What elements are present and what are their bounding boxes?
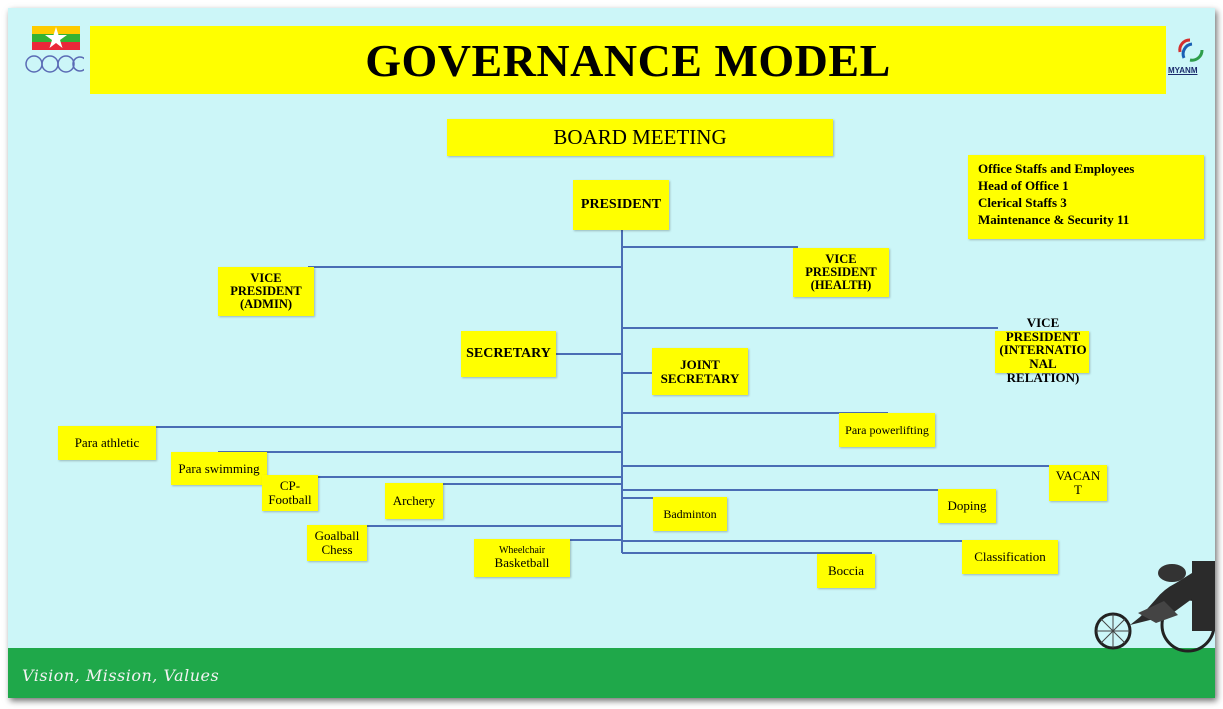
vp-health-box: VICE PRESIDENT (HEALTH) — [793, 248, 889, 297]
slide: GOVERNANCE MODEL MYANM BOARD MEETING PRE… — [8, 8, 1215, 698]
vp-admin-line: PRESIDENT — [230, 283, 302, 298]
footer-text: Vision, Mission, Values — [22, 666, 220, 685]
myanmar-flag-icon — [25, 26, 84, 73]
archery-box: Archery — [385, 483, 443, 519]
office-staff-line: Head of Office 1 — [978, 178, 1069, 193]
goalball-chess-line: Goalball — [314, 528, 360, 544]
vacant-line: VACAN — [1055, 468, 1101, 484]
para-swimming-box: Para swimming — [171, 452, 267, 485]
para-athletic-label: Para athletic — [74, 435, 140, 451]
paralympic-logo-icon — [1178, 38, 1204, 62]
goalball-chess-box: Goalball Chess — [307, 525, 367, 561]
vp-health-line: PRESIDENT — [805, 264, 877, 279]
connector-line — [622, 489, 978, 491]
vp-international-highlight — [995, 331, 1089, 373]
connector-line — [218, 451, 622, 453]
secretary-box: SECRETARY — [461, 331, 556, 377]
para-swimming-label: Para swimming — [178, 460, 260, 476]
connector-line — [556, 353, 622, 355]
connector-line — [622, 497, 682, 499]
vp-health-line: (HEALTH) — [810, 278, 872, 293]
connector-line — [622, 372, 652, 374]
wheelchair-basketball-line: Wheelchair — [498, 544, 546, 556]
para-powerlifting-box: Para powerlifting — [839, 413, 935, 447]
logo-text: MYANM — [1168, 66, 1198, 75]
cp-football-box: CP- Football — [262, 475, 318, 511]
vp-admin-box: VICE PRESIDENT (ADMIN) — [218, 267, 314, 316]
connector-line — [622, 246, 798, 248]
joint-secretary-line: JOINT — [680, 356, 720, 372]
para-athletic-box: Para athletic — [58, 426, 156, 460]
vp-international-line: PRESIDENT — [1005, 328, 1081, 344]
vp-international-label: VICE PRESIDENT (INTERNATIO NAL RELATION) — [988, 316, 1098, 384]
title-bar: GOVERNANCE MODEL — [90, 26, 1166, 94]
page-title: GOVERNANCE MODEL — [365, 34, 891, 86]
office-staff-box: Office Staffs and Employees Head of Offi… — [968, 155, 1204, 239]
classification-label: Classification — [974, 549, 1046, 565]
vp-international-line: NAL — [1029, 355, 1057, 371]
president-label: PRESIDENT — [580, 196, 662, 212]
cp-football-line: Football — [268, 492, 312, 507]
vp-admin-line: (ADMIN) — [239, 297, 293, 312]
connector-line — [621, 229, 623, 553]
footer-bar: Vision, Mission, Values — [8, 648, 1215, 698]
classification-box: Classification — [962, 540, 1058, 574]
wheelchair-basketball-box: Wheelchair Basketball — [474, 539, 570, 577]
office-staff-line: Maintenance & Security 11 — [978, 212, 1130, 227]
vacant-line: T — [1074, 482, 1082, 497]
archery-label: Archery — [392, 493, 436, 509]
vp-health-line: VICE — [825, 251, 857, 266]
doping-box: Doping — [938, 489, 996, 523]
connector-line — [622, 540, 1012, 542]
office-staff-heading: Office Staffs and Employees — [978, 161, 1135, 176]
vp-international-line: RELATION) — [1006, 369, 1080, 385]
connector-line — [308, 266, 622, 268]
cp-football-line: CP- — [279, 478, 301, 494]
connector-line — [108, 426, 622, 428]
vp-international-line: VICE — [1026, 315, 1060, 330]
joint-secretary-line: SECRETARY — [660, 370, 740, 386]
connector-line — [622, 465, 1074, 467]
joint-secretary-box: JOINT SECRETARY — [652, 348, 748, 395]
wheelchair-basketball-line: Basketball — [494, 555, 550, 571]
vp-international-line: (INTERNATIO — [999, 342, 1087, 358]
connector-line — [278, 476, 622, 478]
wheelchair-athlete-icon — [1094, 561, 1215, 653]
badminton-label: Badminton — [663, 506, 717, 521]
president-box: PRESIDENT — [573, 180, 669, 230]
office-staff-line: Clerical Staffs 3 — [978, 195, 1067, 210]
secretary-label: SECRETARY — [466, 345, 551, 361]
goalball-chess-line: Chess — [321, 542, 353, 557]
boccia-label: Boccia — [827, 563, 865, 579]
para-powerlifting-label: Para powerlifting — [845, 422, 929, 437]
connector-line — [622, 552, 872, 554]
vacant-box: VACAN T — [1049, 465, 1107, 501]
vp-admin-line: VICE — [250, 270, 282, 285]
badminton-box: Badminton — [653, 497, 727, 531]
doping-label: Doping — [947, 498, 987, 514]
connector-line — [388, 483, 622, 485]
board-meeting-label: BOARD MEETING — [553, 125, 727, 150]
board-meeting-box: BOARD MEETING — [447, 119, 833, 156]
connector-line — [622, 327, 998, 329]
boccia-box: Boccia — [817, 554, 875, 588]
connector-line — [338, 525, 622, 527]
connector-line — [622, 412, 888, 414]
